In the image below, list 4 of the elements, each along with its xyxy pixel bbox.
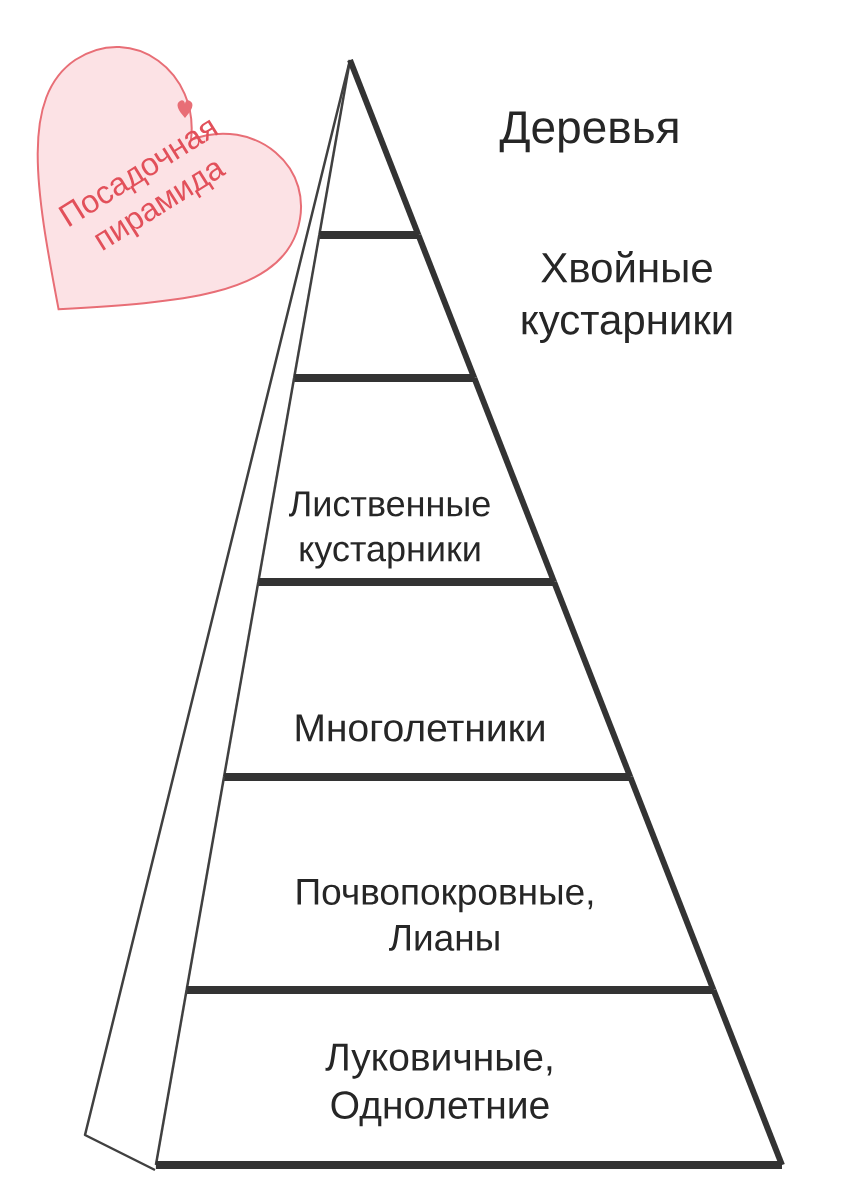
pyramid-layer: Лиственные кустарники [257, 376, 557, 586]
pyramid-layer: Луковичные, Однолетние [154, 988, 785, 1169]
pyramid-layer: Многолетники [222, 580, 634, 781]
pyramid-layer: Почвопокровные, Лианы [185, 775, 717, 994]
